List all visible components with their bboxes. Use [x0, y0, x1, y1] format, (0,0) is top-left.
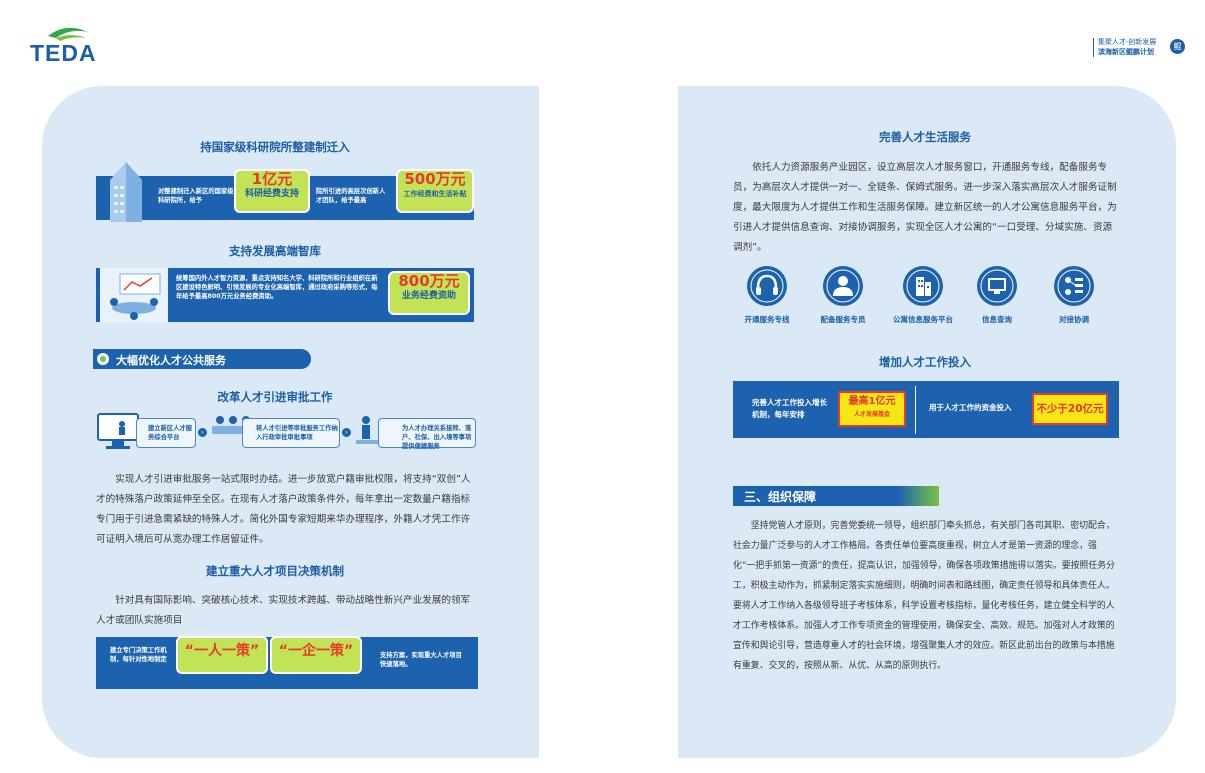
think-tank-funding-label: 业务经费资助	[401, 291, 456, 301]
brand-plan-name: 滨海新区鲲鹏计划	[1098, 48, 1154, 56]
invest-fund-amount: 最高1亿元	[848, 396, 896, 407]
presenter-icon	[356, 416, 382, 444]
life-service-title: 完善人才生活服务	[879, 130, 971, 144]
invest-left-text: 完善人才工作投入增长机制，每年安排	[752, 398, 827, 419]
step-platform-text: 建立新区人才服务综合平台	[148, 425, 193, 441]
meeting-icon	[100, 268, 168, 322]
monitor-icon	[977, 266, 1017, 306]
step-service-text: 为人才办理关系接转、落户、社保、出入境等事项提供便捷服务	[402, 425, 472, 450]
public-service-section-header	[93, 349, 311, 369]
arrow-right-icon: ›	[198, 428, 207, 437]
think-tank-text: 统筹国内外人才智力资源，重点支持知名大学、科研院所和行业组织在新区建设特色鲜明、…	[176, 275, 378, 300]
headset-icon	[747, 266, 787, 306]
step-approval-box	[242, 418, 340, 448]
brand-badge-icon: 鲲	[1170, 39, 1185, 54]
approval-reform-paragraph: 实现人才引进审批服务一站式限时办结。进一步放宽户籍审批权限，将支持“双创”人才的…	[96, 474, 471, 545]
building-icon	[110, 162, 142, 222]
decision-mechanism-band-right: 支持方案，实现重大人才项目快速落地。	[380, 652, 462, 668]
service-label-coordination: 对接协调	[1059, 315, 1089, 324]
service-label-hotline: 开通服务专线	[744, 315, 790, 324]
one-enterprise-one-policy-box: “一企一策”	[270, 636, 362, 674]
service-label-apartment: 公寓信息服务平台	[893, 315, 953, 324]
org-guarantee-header	[733, 486, 939, 506]
research-institute-title: 持国家级科研院所整建制迁入	[200, 140, 350, 154]
person-icon	[823, 266, 863, 306]
invest-total-amount: 不少于20亿元	[1032, 393, 1108, 425]
think-tank-funding-amount: 800万元	[398, 272, 460, 290]
life-service-paragraph: 依托人力资源服务产业园区，设立高层次人才服务窗口，开通服务专线，配备服务专员，为…	[733, 162, 1117, 253]
invest-divider	[915, 386, 916, 434]
service-label-specialist: 配备服务专员	[820, 315, 866, 324]
org-guarantee-title: 三、组织保障	[744, 490, 817, 504]
teda-logo-leaf-icon	[48, 27, 88, 41]
invest-fund-box: 最高1亿元 人才发展基金	[838, 391, 906, 427]
one-person-one-policy-box: “一人一策”	[176, 636, 268, 674]
decision-mechanism-band-left: 建立专门决策工作机制，每针对性地制定	[110, 647, 167, 663]
brand-slogan: 集聚人才·创新发展	[1098, 38, 1157, 46]
talent-subsidy-label: 工作经费和生活补贴	[403, 190, 467, 198]
research-institute-text: 对整建制迁入新区的国家级科研院所，给予	[158, 188, 234, 204]
research-funding-amount: 1亿元	[251, 170, 293, 188]
talent-subsidy-box: 500万元 工作经费和生活补贴	[396, 169, 474, 213]
invest-fund-label: 人才发展基金	[853, 411, 890, 418]
think-tank-funding-box: 800万元 业务经费资助	[388, 271, 470, 315]
public-service-section-label: 大幅优化人才公共服务	[116, 354, 226, 367]
invest-right-text: 用于人才工作的资金投入	[929, 403, 1012, 412]
research-funding-box: 1亿元 科研经费支持	[234, 169, 310, 213]
arrow-right-icon: ›	[342, 428, 351, 437]
talent-team-text: 院所引进的高层次创新人才团队，给予最高	[316, 188, 386, 204]
talent-subsidy-amount: 500万元	[404, 170, 466, 188]
decision-mechanism-title: 建立重大人才项目决策机制	[206, 564, 344, 578]
section-bullet-inner	[100, 356, 106, 362]
think-tank-title: 支持发展高端智库	[229, 244, 321, 258]
network-icon	[1054, 266, 1094, 306]
decision-mechanism-paragraph: 针对具有国际影响、突破核心技术、实现技术跨越、带动战略性新兴产业发展的领军人才或…	[96, 595, 471, 626]
invest-title: 增加人才工作投入	[879, 355, 971, 369]
research-funding-label: 科研经费支持	[244, 189, 299, 199]
step-approval-text: 将人才引进等审批服务工作纳入行政审批审批事项	[256, 425, 338, 441]
org-guarantee-paragraph: 坚持党管人才原则，完善党委统一领导，组织部门牵头抓总，有关部门各司其职、密切配合…	[733, 521, 1115, 671]
approval-reform-title: 改革人才引进审批工作	[217, 390, 333, 404]
brand-divider	[1093, 38, 1094, 57]
step-service-box	[378, 418, 476, 448]
teda-logo: TEDA	[30, 40, 97, 66]
service-label-query: 信息查询	[982, 315, 1012, 324]
step-platform-box	[136, 418, 196, 448]
apartment-icon	[903, 266, 943, 306]
